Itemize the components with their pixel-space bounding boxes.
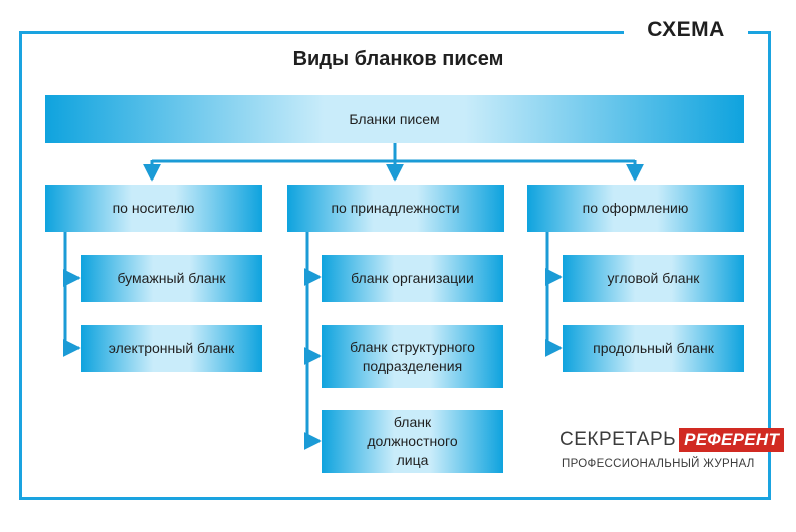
diagram-frame — [19, 31, 771, 500]
root-node: Бланки писем — [45, 95, 744, 143]
node-department-blank: бланк структурного подразделения — [322, 325, 503, 388]
node-paper-blank: бумажный бланк — [81, 255, 262, 302]
node-official-blank: бланк должностного лица — [322, 410, 503, 473]
category-format: по оформлению — [527, 185, 744, 232]
node-electronic-blank: электронный бланк — [81, 325, 262, 372]
category-medium: по носителю — [45, 185, 262, 232]
node-corner-blank: угловой бланк — [563, 255, 744, 302]
journal-logo: СЕКРЕТАРЬ РЕФЕРЕНТ — [560, 428, 785, 452]
logo-text-referent: РЕФЕРЕНТ — [679, 428, 785, 452]
node-organization-blank: бланк организации — [322, 255, 503, 302]
category-ownership: по принадлежности — [287, 185, 504, 232]
diagram-title: Виды бланков писем — [292, 48, 504, 70]
schema-badge: СХЕМА — [624, 14, 748, 46]
logo-text-secretary: СЕКРЕТАРЬ — [560, 429, 677, 450]
logo-subtitle: ПРОФЕССИОНАЛЬНЫЙ ЖУРНАЛ — [562, 458, 755, 470]
node-longitudinal-blank: продольный бланк — [563, 325, 744, 372]
